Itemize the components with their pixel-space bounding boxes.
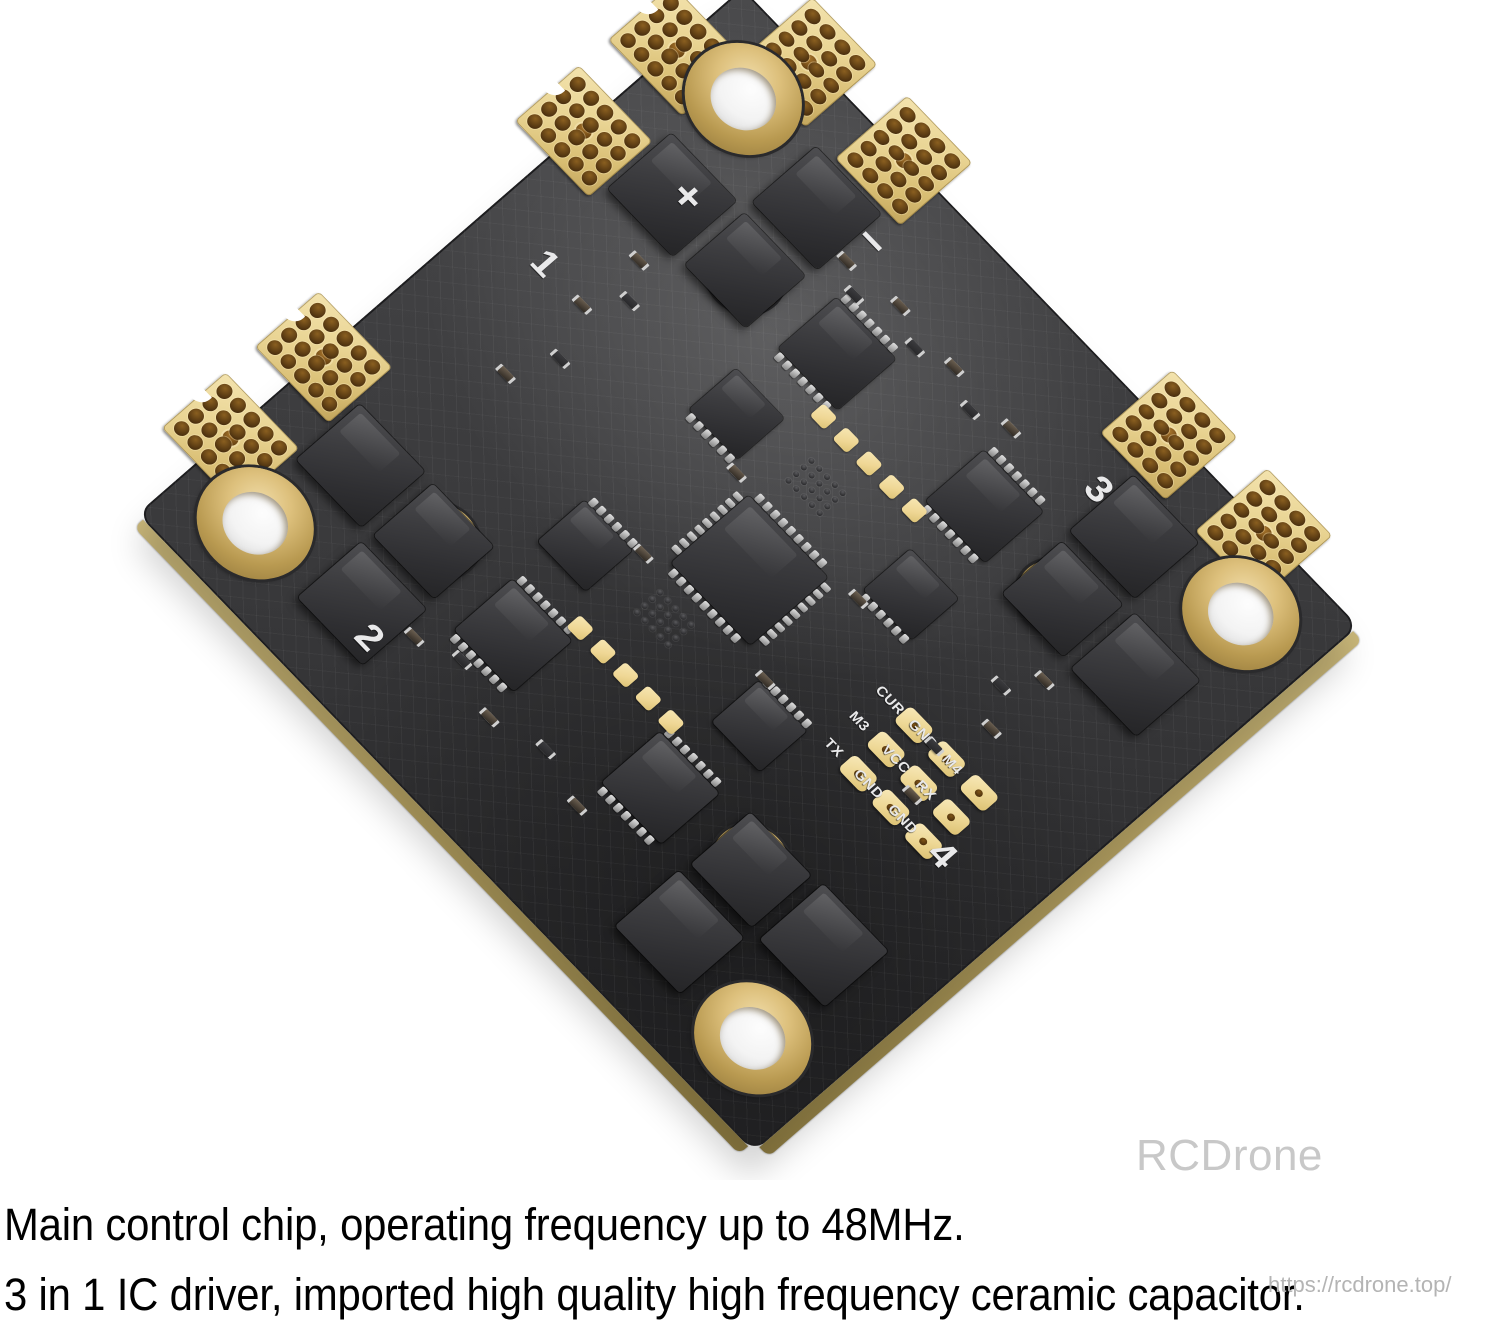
solder-pad-rx — [930, 796, 973, 838]
product-photo: CUR GND M4 M3 VCC RX TX GND GND — [0, 0, 1496, 1180]
caption-line-2: 3 in 1 IC driver, imported high quality … — [4, 1269, 1305, 1320]
caption-line-1: Main control chip, operating frequency u… — [4, 1199, 965, 1250]
pcb-board: CUR GND M4 M3 VCC RX TX GND GND — [133, 0, 1363, 1157]
caption-block: Main control chip, operating frequency u… — [0, 1190, 1496, 1330]
brand-watermark: RCDrone — [1136, 1131, 1323, 1180]
url-watermark: https://rcdrone.top/ — [1268, 1272, 1452, 1297]
